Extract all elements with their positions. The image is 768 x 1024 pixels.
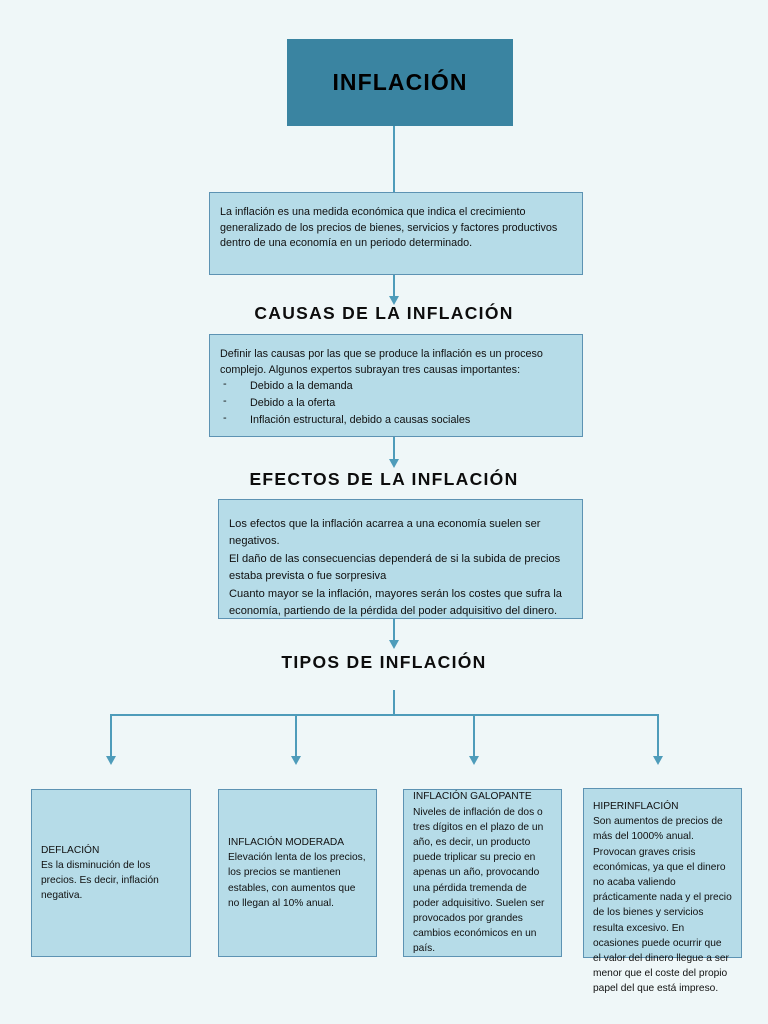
connector-branch-2	[295, 714, 297, 758]
causes-list: - Debido a la demanda - Debido a la ofer…	[220, 378, 572, 429]
effects-paragraph: Los efectos que la inflación acarrea a u…	[229, 518, 541, 548]
arrow-down-icon-types	[389, 640, 399, 649]
list-item-label: Debido a la oferta	[250, 397, 336, 410]
dash-bullet-icon: -	[223, 378, 227, 391]
definition-text: La inflación es una medida económica que…	[220, 206, 558, 250]
effects-paragraph: Cuanto mayor se la inflación, mayores se…	[229, 587, 562, 618]
effects-box: Los efectos que la inflación acarrea a u…	[218, 499, 583, 619]
dash-bullet-icon: -	[223, 412, 227, 425]
list-item-label: Debido a la demanda	[250, 380, 353, 393]
arrow-down-icon-branch-2	[291, 756, 301, 765]
connector-branch-3	[473, 714, 475, 758]
heading-efectos: EFECTOS DE LA INFLACIÓN	[249, 469, 519, 489]
dash-bullet-icon: -	[223, 395, 227, 408]
arrow-down-icon-branch-1	[106, 756, 116, 765]
heading-causas: CAUSAS DE LA INFLACIÓN	[254, 303, 514, 323]
connector-title-to-intro	[393, 126, 395, 192]
type-box-inflacion-galopante: INFLACIÓN GALOPANTE Niveles de inflación…	[403, 789, 562, 957]
connector-types-stem	[393, 690, 395, 716]
type-body-hiperinflacion: Son aumentos de precios de más del 1000%…	[593, 816, 732, 995]
arrow-down-icon-branch-4	[653, 756, 663, 765]
type-body-inflacion-moderada: Elevación lenta de los precios, los prec…	[228, 852, 366, 909]
connector-causes-to-effects	[393, 437, 395, 461]
definition-box: La inflación es una medida económica que…	[209, 192, 583, 275]
list-item-label: Inflación estructural, debido a causas s…	[250, 414, 471, 427]
type-box-deflacion: DEFLACIÓN Es la disminución de los preci…	[31, 789, 191, 957]
arrow-down-icon-branch-3	[469, 756, 479, 765]
causes-intro-text: Definir las causas por las que se produc…	[220, 348, 543, 376]
type-body-inflacion-galopante: Niveles de inflación de dos o tres dígit…	[413, 806, 545, 955]
type-box-inflacion-moderada: INFLACIÓN MODERADA Elevación lenta de lo…	[218, 789, 377, 957]
type-title-deflacion: DEFLACIÓN	[41, 844, 100, 856]
type-title-inflacion-moderada: INFLACIÓN MODERADA	[228, 836, 345, 848]
causes-box: Definir las causas por las que se produc…	[209, 334, 583, 437]
list-item: - Debido a la oferta	[220, 395, 572, 412]
effects-paragraph: El daño de las consecuencias dependerá d…	[229, 552, 561, 583]
root-node-label: INFLACIÓN	[332, 69, 468, 95]
list-item: - Inflación estructural, debido a causas…	[220, 412, 572, 429]
type-box-hiperinflacion: HIPERINFLACIÓN Son aumentos de precios d…	[583, 788, 742, 994]
list-item: - Debido a la demanda	[220, 378, 572, 395]
connector-branch-1	[110, 714, 112, 758]
connector-effects-to-types	[393, 619, 395, 643]
connector-types-bus	[110, 714, 659, 716]
heading-tipos: TIPOS DE INFLACIÓN	[281, 652, 487, 672]
arrow-down-icon-causes	[389, 296, 399, 305]
connector-intro-to-causes	[393, 275, 395, 299]
type-title-inflacion-galopante: INFLACIÓN GALOPANTE	[413, 791, 532, 803]
arrow-down-icon-effects	[389, 459, 399, 468]
type-title-hiperinflacion: HIPERINFLACIÓN	[593, 801, 679, 812]
root-node-inflacion: INFLACIÓN	[287, 39, 513, 126]
connector-branch-4	[657, 714, 659, 758]
type-body-deflacion: Es la disminución de los precios. Es dec…	[41, 859, 159, 902]
